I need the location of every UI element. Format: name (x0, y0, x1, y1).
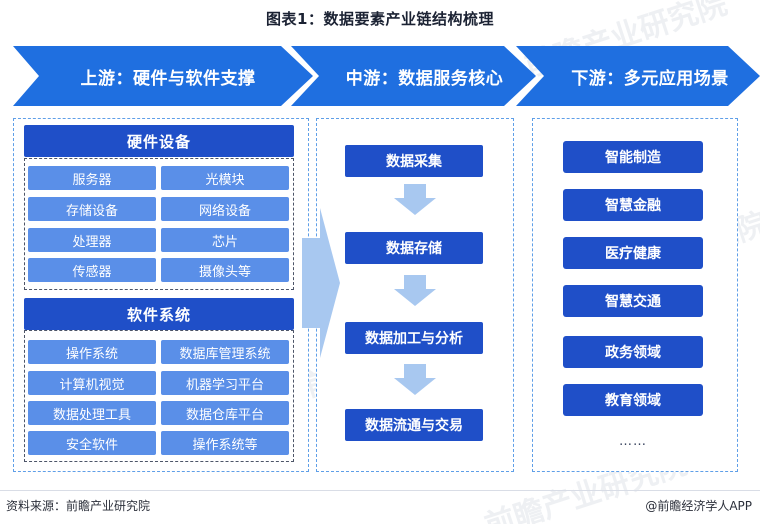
downstream-item: 智慧金融 (563, 189, 703, 221)
downstream-more: …… (619, 434, 647, 449)
midstream-step: 数据存储 (345, 232, 483, 264)
software-item: 数据处理工具 (28, 401, 156, 425)
hardware-item: 网络设备 (161, 197, 289, 221)
software-item: 机器学习平台 (161, 371, 289, 395)
software-item: 数据库管理系统 (161, 340, 289, 364)
stage-midstream-label: 中游：数据服务核心 (345, 68, 504, 89)
software-item: 数据仓库平台 (161, 401, 289, 425)
stage-midstream-chevron: 中游：数据服务核心 (291, 46, 536, 106)
hardware-item: 服务器 (28, 166, 156, 190)
midstream-step: 数据流通与交易 (345, 409, 483, 441)
software-item: 计算机视觉 (28, 371, 156, 395)
stage-downstream-label: 下游：多元应用场景 (571, 68, 729, 89)
downstream-item: 智慧交通 (563, 285, 703, 317)
downstream-item: 教育领域 (563, 384, 703, 416)
software-item: 操作系统等 (161, 431, 289, 455)
software-item: 安全软件 (28, 431, 156, 455)
figure-title: 图表1：数据要素产业链结构梳理 (266, 10, 494, 28)
hardware-item: 芯片 (161, 228, 289, 252)
credit-note: @前瞻经济学人APP (645, 499, 752, 513)
hardware-item: 传感器 (28, 258, 156, 282)
stage-upstream-chevron: 上游：硬件与软件支撑 (13, 46, 313, 106)
stage-downstream-chevron: 下游：多元应用场景 (516, 46, 760, 106)
hardware-header: 硬件设备 (24, 125, 294, 157)
hardware-item: 存储设备 (28, 197, 156, 221)
hardware-item: 光模块 (161, 166, 289, 190)
downstream-item: 政务领域 (563, 336, 703, 368)
footer-divider (0, 490, 760, 491)
software-item: 操作系统 (28, 340, 156, 364)
hardware-item: 处理器 (28, 228, 156, 252)
hardware-item: 摄像头等 (161, 258, 289, 282)
source-note: 资料来源：前瞻产业研究院 (6, 499, 151, 513)
stage-upstream-label: 上游：硬件与软件支撑 (80, 68, 256, 89)
midstream-step: 数据采集 (345, 145, 483, 177)
software-header: 软件系统 (24, 298, 294, 330)
downstream-item: 医疗健康 (563, 237, 703, 269)
downstream-item: 智能制造 (563, 141, 703, 173)
midstream-step: 数据加工与分析 (345, 322, 483, 354)
